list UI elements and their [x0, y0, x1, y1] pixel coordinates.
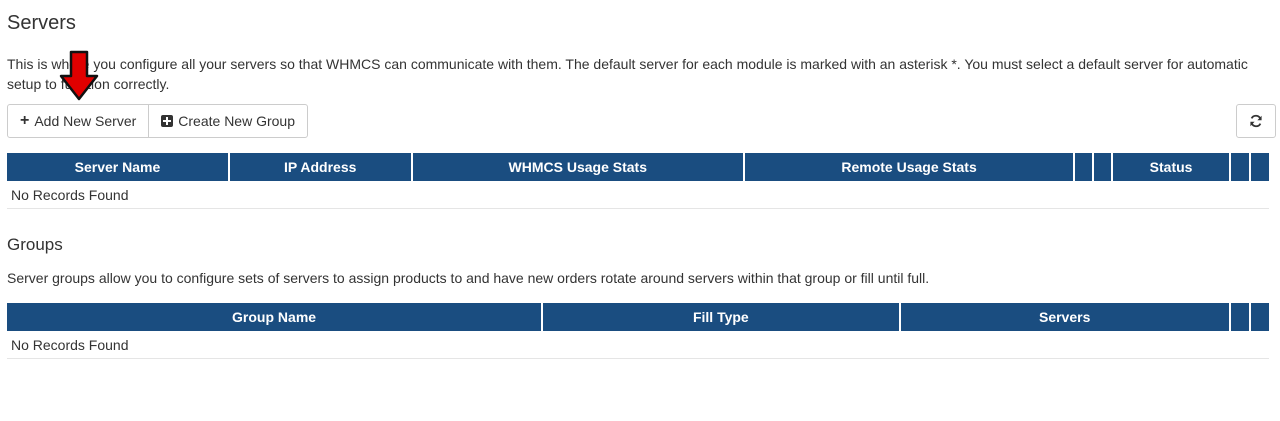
- col-fill-type[interactable]: Fill Type: [543, 303, 899, 331]
- servers-description: This is where you configure all your ser…: [7, 56, 1248, 92]
- col-ip-address[interactable]: IP Address: [229, 153, 411, 181]
- col-status[interactable]: Status: [1113, 153, 1229, 181]
- servers-table-header: Server Name IP Address WHMCS Usage Stats…: [7, 153, 1269, 181]
- groups-table: Group Name Fill Type Servers No Records …: [5, 303, 1271, 359]
- col-blank-5: [1230, 303, 1249, 331]
- col-blank-4: [1250, 153, 1269, 181]
- servers-table: Server Name IP Address WHMCS Usage Stats…: [5, 153, 1271, 209]
- page-title: Servers: [7, 12, 76, 34]
- col-servers[interactable]: Servers: [900, 303, 1229, 331]
- table-row: No Records Found: [7, 331, 1269, 359]
- create-new-group-label: Create New Group: [178, 113, 295, 129]
- col-group-name[interactable]: Group Name: [7, 303, 542, 331]
- plus-icon: +: [20, 112, 30, 129]
- col-blank-6: [1250, 303, 1269, 331]
- servers-empty-message: No Records Found: [7, 181, 1269, 209]
- refresh-icon: [1250, 114, 1262, 128]
- plus-square-icon: [161, 115, 174, 127]
- groups-description: Server groups allow you to configure set…: [7, 270, 930, 286]
- col-remote-usage-stats[interactable]: Remote Usage Stats: [744, 153, 1074, 181]
- col-whmcs-usage-stats[interactable]: WHMCS Usage Stats: [412, 153, 743, 181]
- col-blank-2: [1094, 153, 1112, 181]
- col-blank-3: [1230, 153, 1249, 181]
- server-actions: + Add New Server Create New Group: [7, 104, 308, 138]
- groups-table-header: Group Name Fill Type Servers: [7, 303, 1269, 331]
- col-blank-1: [1075, 153, 1093, 181]
- groups-title: Groups: [7, 235, 63, 254]
- add-new-server-button[interactable]: + Add New Server: [7, 104, 150, 138]
- create-new-group-button[interactable]: Create New Group: [148, 104, 308, 138]
- col-server-name[interactable]: Server Name: [7, 153, 228, 181]
- groups-empty-message: No Records Found: [7, 331, 1269, 359]
- red-down-arrow-icon: [59, 50, 99, 101]
- add-new-server-label: Add New Server: [34, 113, 137, 129]
- refresh-button[interactable]: [1236, 104, 1276, 138]
- table-row: No Records Found: [7, 181, 1269, 209]
